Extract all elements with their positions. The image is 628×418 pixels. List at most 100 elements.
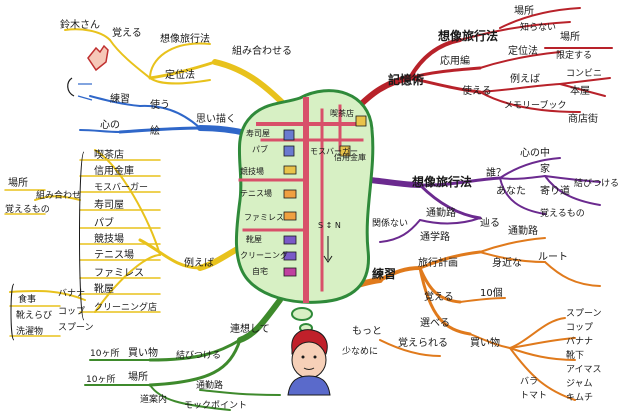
- list-item-cup: コップ: [58, 306, 85, 317]
- label-souzou-purple: 想像旅行法: [411, 174, 472, 189]
- list-item-cup-right: コップ: [566, 322, 593, 333]
- label-ryokoukeikaku: 旅行計画: [418, 256, 458, 269]
- list-item-sentakumono: 洗濯物: [16, 325, 43, 337]
- label-eraberu: 選べる: [420, 316, 450, 329]
- label-10ko: 10個: [480, 286, 503, 299]
- list-item-aimasu: アイマス: [566, 365, 602, 375]
- label-honya: 本屋: [570, 84, 590, 97]
- label-kokoronaka: 心の中: [520, 146, 550, 159]
- label-memorybook: メモリーブック: [504, 99, 566, 111]
- map-label-kissaten: 喫茶店: [330, 108, 354, 118]
- label-sukuname: 少なめに: [342, 346, 378, 357]
- map-label-tennis: テニス場: [240, 188, 272, 198]
- list-item-shokuji: 食事: [18, 293, 36, 305]
- label-michiannai: 道案内: [140, 393, 167, 405]
- label-teiihou-red: 定位法: [508, 44, 538, 57]
- label-musubitsukeru-purple: 結びつける: [574, 177, 619, 189]
- list-item-banana-right: バナナ: [566, 336, 593, 347]
- map-label-kutsuya: 靴屋: [246, 234, 262, 244]
- map-label-cleaning: クリーニング: [240, 250, 288, 260]
- map-label-shinyou: 信用金庫: [334, 152, 366, 162]
- label-mockpoint: モックポイント: [184, 400, 247, 411]
- label-e: 絵: [150, 124, 160, 137]
- label-oboerareru: 覚えられる: [398, 336, 448, 349]
- label-kankeinai: 関係ない: [372, 218, 408, 229]
- map-blocks: [283, 115, 367, 277]
- list-item-cleaning: クリーニング店: [94, 301, 157, 313]
- label-oboerumono-purple: 覚えるもの: [540, 207, 585, 219]
- label-10kasho-2: 10ヶ所: [86, 374, 115, 385]
- label-conveni: コンビニ: [566, 68, 602, 79]
- label-kaimono-orange: 買い物: [470, 336, 500, 349]
- label-souzou-top: 想像旅行法: [160, 32, 210, 45]
- label-mijikana: 身近な: [492, 256, 522, 269]
- thinker-face-icon: [287, 329, 331, 396]
- map-label-mos: モスバーガー: [310, 146, 358, 156]
- list-item-sushiya: 寿司屋: [94, 198, 124, 211]
- label-basho-red-2: 場所: [560, 30, 580, 43]
- label-rensou: 連想して: [230, 322, 270, 335]
- map-label-kyougijou: 競技場: [240, 166, 264, 176]
- label-kumiawaseru: 組み合わせる: [232, 44, 292, 57]
- list-item-kutsuya: 靴屋: [94, 282, 114, 295]
- label-tatoeba-yellow: 例えば: [184, 256, 214, 269]
- list-item-mosburger: モスバーガー: [94, 182, 148, 193]
- compass-arrow-icon: [323, 236, 333, 263]
- list-item-kimchi: キムチ: [566, 392, 593, 403]
- list-item-famires: ファミレス: [94, 268, 144, 279]
- label-teiihou-top: 定位法: [165, 68, 195, 81]
- label-10kasho-1: 10ヶ所: [90, 348, 119, 359]
- label-kaimono-green: 買い物: [128, 346, 158, 359]
- list-item-kutsushita: 靴下: [566, 349, 584, 361]
- label-dare: 誰？: [486, 166, 506, 179]
- label-renshuu-orange: 練習: [372, 266, 396, 281]
- green-branch: [84, 297, 283, 411]
- map-label-famires: ファミレス: [244, 213, 284, 222]
- compass-label: S ↕ N: [318, 221, 341, 230]
- list-item-tennis: テニス場: [94, 248, 134, 261]
- label-souzou-red: 想像旅行法: [437, 28, 498, 43]
- label-tsuugakuro: 通学路: [420, 230, 450, 243]
- label-oboeru-orange: 覚える: [424, 290, 454, 303]
- label-basho-green: 場所: [128, 370, 148, 383]
- ear-doodle-icon: [67, 77, 93, 101]
- label-ie: 家: [540, 162, 550, 175]
- label-shiranai: 知らない: [520, 21, 556, 33]
- label-tsukau: 使う: [150, 98, 170, 111]
- label-tsukinro-purple: 通勤路: [426, 206, 456, 219]
- list-item-jam: ジャム: [566, 378, 593, 389]
- label-motto: もっと: [352, 325, 382, 337]
- label-oboeru-top: 覚える: [112, 26, 142, 39]
- label-tsukinro-green: 通勤路: [196, 379, 223, 391]
- label-omoiegaku: 思い描く: [196, 112, 236, 125]
- label-yorimichi: 寄り道: [540, 184, 570, 197]
- example-bracket: [10, 151, 85, 341]
- label-tatoeba-red: 例えば: [510, 72, 540, 85]
- label-tadoru: 辿る: [480, 217, 500, 229]
- map-label-jitaku: 自宅: [252, 266, 268, 276]
- hand-doodle-icon: [87, 44, 109, 72]
- label-anata: あなた: [496, 185, 526, 197]
- label-kumiawase: 組み合わせ: [36, 189, 81, 201]
- label-oboerumono-left: 覚えるもの: [5, 203, 50, 215]
- list-item-tomato: トマト: [520, 391, 547, 401]
- label-route: ルート: [538, 252, 568, 263]
- label-kokoro: 心の: [100, 119, 120, 131]
- list-item-bara: バラ: [520, 376, 538, 387]
- map-label-sushiya: 寿司屋: [246, 128, 270, 138]
- purple-branch: [367, 157, 601, 243]
- label-basho-red-1: 場所: [514, 4, 534, 17]
- map-label-pub: パブ: [252, 144, 268, 154]
- label-tsukaeru: 使える: [462, 84, 492, 97]
- label-kiokujutsu: 記憶術: [388, 72, 424, 87]
- list-item-kissaten: 喫茶店: [94, 148, 124, 161]
- list-item-kutsuerabi: 靴えらび: [16, 309, 52, 321]
- list-item-shinyoukinko: 信用金庫: [94, 164, 134, 177]
- label-basho-left: 場所: [8, 176, 28, 189]
- label-renshuu-blue: 練習: [110, 92, 130, 105]
- list-item-spoon-right: スプーン: [566, 308, 602, 319]
- list-item-pub: パブ: [94, 216, 114, 229]
- label-shoutengai: 商店街: [568, 112, 598, 125]
- list-item-spoon-left: スプーン: [58, 322, 94, 333]
